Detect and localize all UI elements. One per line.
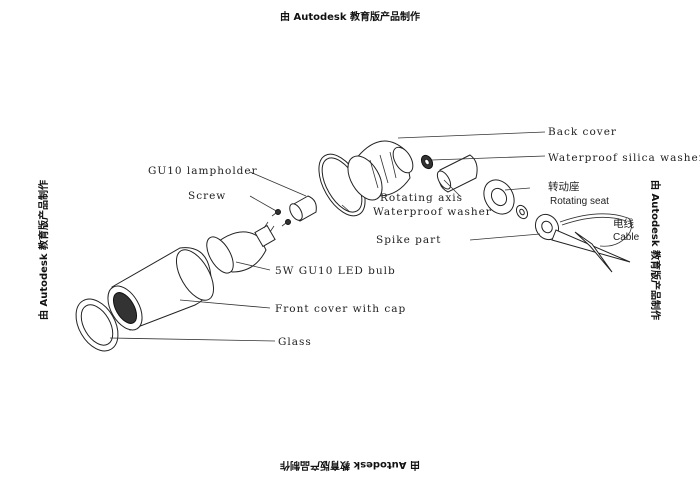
led-bulb-part [206,221,276,274]
back-cover-part [347,140,414,201]
label-silica-washer: Waterproof silica washer [548,152,700,164]
label-waterproof-washer: Waterproof washer [373,206,492,218]
label-cable: Cable [613,232,640,243]
label-front-cover: Front cover with cap [275,303,406,315]
cable-part [559,213,632,247]
small-washer-part [515,204,529,220]
label-cable-cn: 电线 [613,217,634,230]
lampholder-part [289,195,317,222]
screw-part [271,209,291,227]
watermark-bottom: 由 Autodesk 教育版产品制作 [280,459,420,472]
glass-part [75,298,119,352]
spike-part [534,213,631,273]
label-rotating-axis: Rotating axis [380,192,463,204]
watermark-top: 由 Autodesk 教育版产品制作 [280,10,420,23]
label-lampholder: GU10 lampholder [148,165,258,177]
label-screw: Screw [188,190,226,202]
label-led-bulb: 5W GU10 LED bulb [275,265,396,277]
front-cover-part [107,247,215,331]
silica-washer-part [420,154,434,170]
label-spike-part: Spike part [376,234,441,246]
watermark-right: 由 Autodesk 教育版产品制作 [649,180,662,320]
rotating-axis-part [436,154,478,193]
part-labels: Back cover Waterproof silica washer GU10… [148,126,700,348]
rotating-seat-part [483,179,515,215]
watermark-left: 由 Autodesk 教育版产品制作 [37,180,50,320]
label-back-cover: Back cover [548,126,617,138]
label-rotating-seat-cn: 转动座 [548,180,580,193]
label-rotating-seat: Rotating seat [550,196,609,207]
label-glass: Glass [278,336,312,348]
leader-lines [109,131,546,342]
